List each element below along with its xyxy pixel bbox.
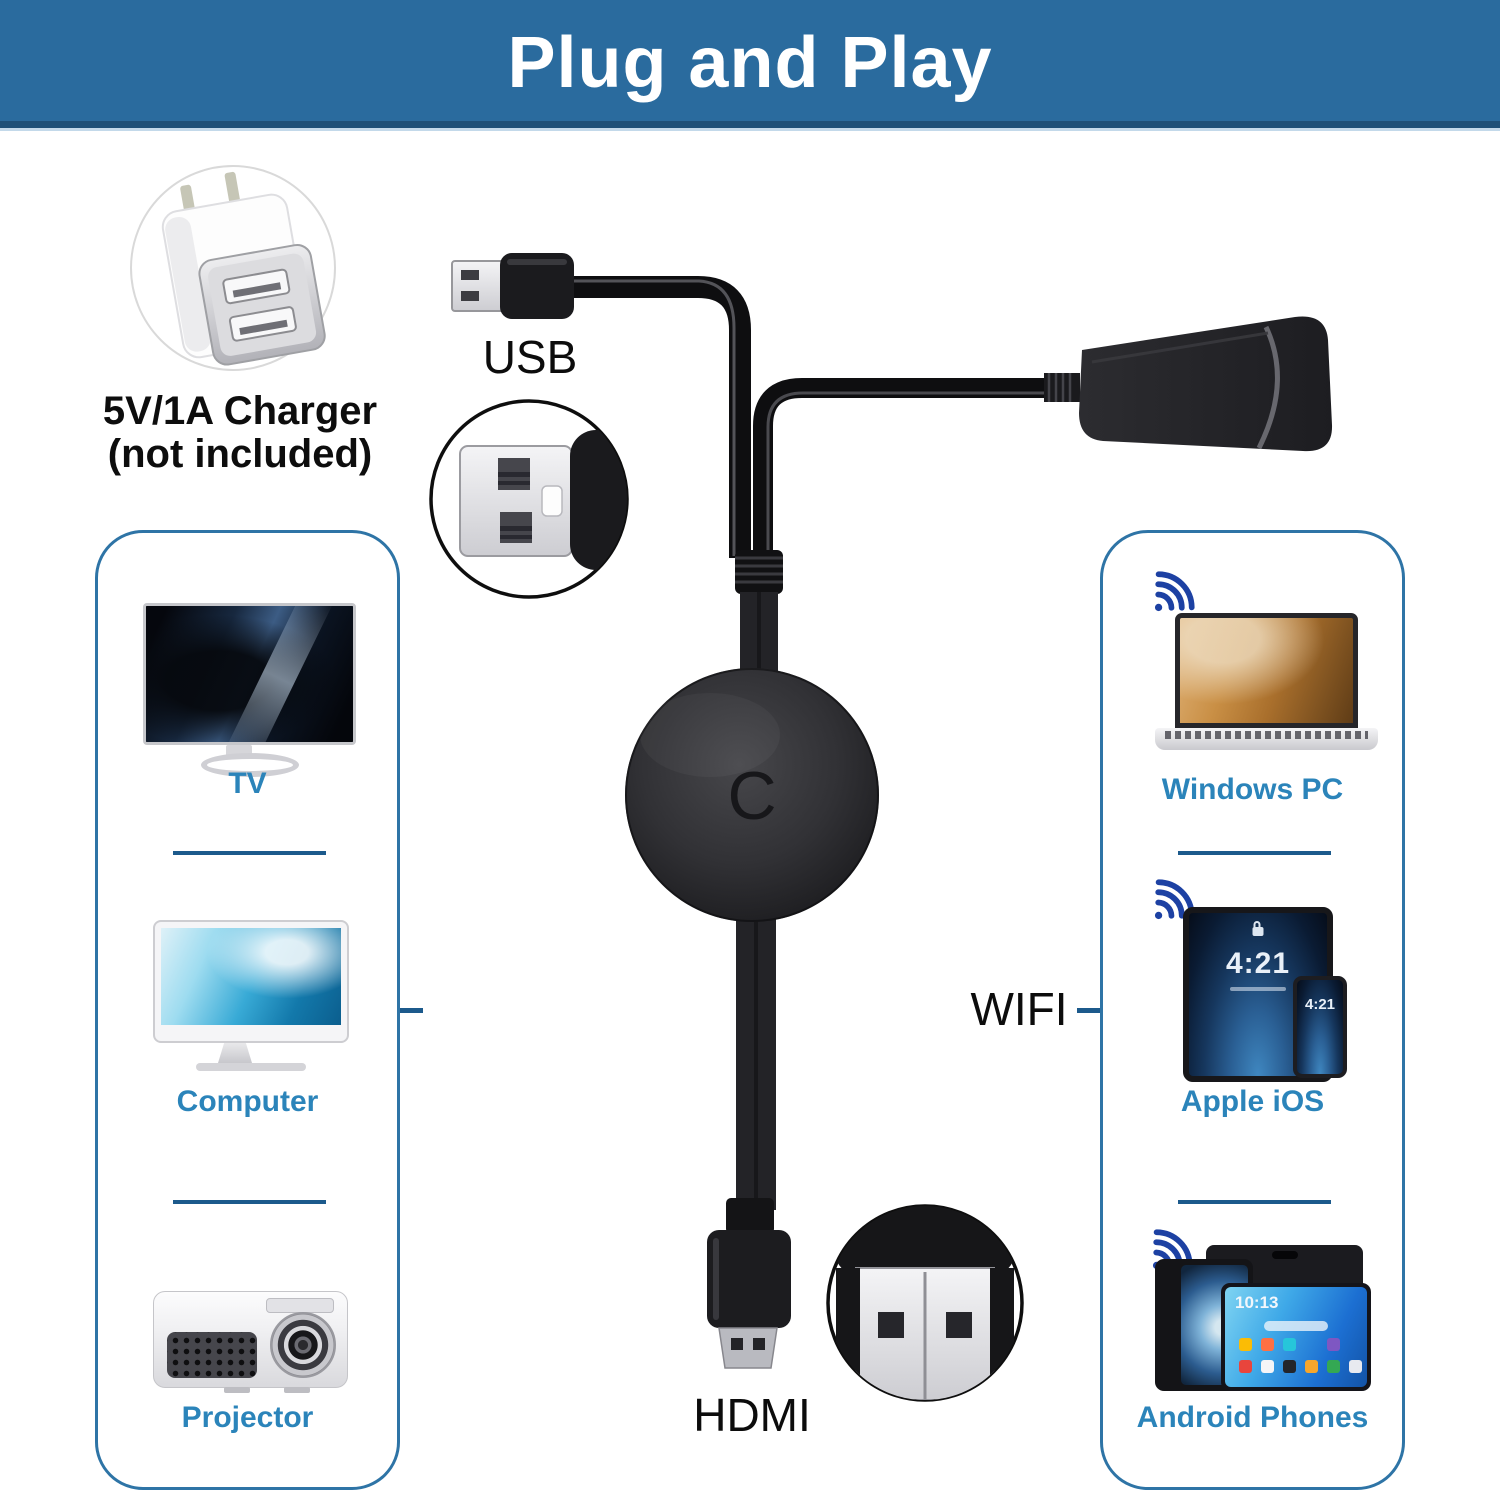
windows-pc-image (1155, 613, 1378, 753)
iphone-clock: 4:21 (1304, 996, 1336, 1013)
divider (173, 1200, 326, 1204)
tv-label: TV (228, 767, 267, 800)
search-bar (1264, 1321, 1328, 1331)
projector-image (153, 1291, 348, 1393)
divider (1178, 1200, 1331, 1204)
cable-collar (735, 550, 783, 677)
hdmi-plug (707, 1198, 791, 1369)
android-tablet-screen: 10:13 (1225, 1287, 1367, 1387)
tv-stand-base (201, 753, 299, 777)
computer-stand-base (196, 1063, 306, 1071)
wifi-antenna (753, 316, 1333, 558)
projector-lens (270, 1312, 336, 1378)
apple-ios-label: Apple iOS (1180, 1085, 1325, 1118)
wifi-signal-icon (1145, 571, 1195, 619)
divider (1178, 851, 1331, 855)
usb-plug (451, 253, 751, 558)
tv-image (143, 603, 356, 745)
hdmi-cable (736, 915, 776, 1210)
charger-caption: 5V/1A Charger (not included) (98, 389, 382, 477)
wifi-label: WIFI (970, 983, 1068, 1035)
windows-pc-label: Windows PC (1161, 773, 1344, 806)
projector-foot (224, 1387, 250, 1393)
dongle: C (625, 668, 879, 922)
divider (173, 851, 326, 855)
app-icons (1239, 1360, 1252, 1373)
left-panel-connector-tick (400, 1008, 423, 1013)
hdmi-label: HDMI (693, 1389, 811, 1441)
android-tablet-clock: 10:13 (1235, 1293, 1279, 1312)
wifi-connector-line (1077, 1008, 1100, 1013)
usb-label: USB (482, 331, 578, 383)
charger-caption-line1: 5V/1A Charger (102, 389, 378, 433)
hdmi-closeup (826, 1204, 1024, 1402)
ipad-clock: 4:21 (1225, 947, 1291, 980)
banner: Plug and Play (0, 0, 1500, 131)
banner-title: Plug and Play (507, 23, 993, 103)
projector-foot (284, 1387, 310, 1393)
computer-image (153, 920, 349, 1043)
charger-image (130, 165, 336, 371)
computer-label: Computer (176, 1085, 319, 1118)
laptop-keyboard (1155, 728, 1378, 750)
computer-stand-neck (218, 1043, 252, 1063)
dongle-logo: C (727, 758, 776, 834)
laptop-wallpaper (1180, 618, 1353, 723)
output-devices-panel: TV Computer Projector (95, 530, 400, 1490)
ipad-date-bar (1230, 987, 1286, 991)
iphone-screen (1297, 980, 1343, 1074)
computer-screen (161, 928, 341, 1025)
android-phones-label: Android Phones (1136, 1401, 1369, 1434)
projector-label: Projector (181, 1401, 314, 1434)
android-tablet-image: 10:13 (1221, 1283, 1371, 1391)
iphone-image: 4:21 (1293, 976, 1347, 1078)
charger-caption-line2: (not included) (107, 432, 373, 477)
projector-visor (266, 1298, 334, 1313)
usb-closeup (429, 399, 629, 599)
laptop-screen (1175, 613, 1358, 728)
tv-screen (146, 606, 353, 742)
lock-icon (1252, 921, 1264, 936)
projector-grille (167, 1332, 257, 1378)
source-devices-panel: Windows PC 4:21 4:21 Apple iOS (1100, 530, 1405, 1490)
